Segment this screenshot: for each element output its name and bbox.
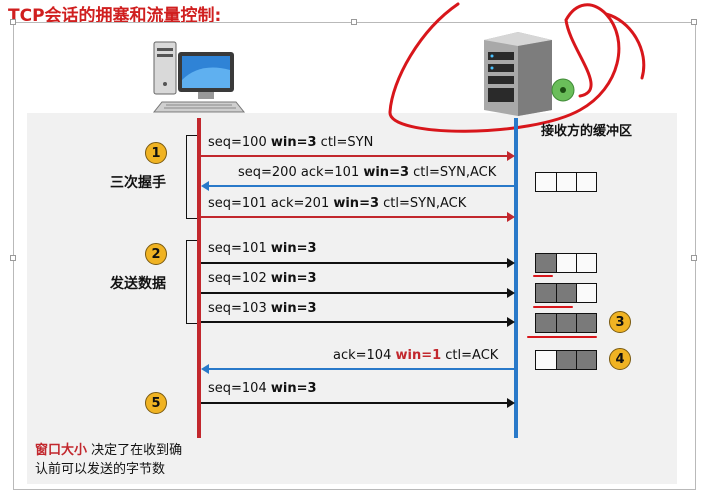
badge-2: 2	[145, 243, 167, 265]
buffer-cell	[536, 173, 556, 191]
message-label: seq=100 win=3 ctl=SYN	[208, 135, 373, 150]
badge-5: 5	[145, 392, 167, 414]
badge-3: 3	[609, 311, 631, 333]
sending-label: 发送数据	[110, 273, 166, 293]
receiver-buffer	[535, 313, 597, 333]
buffer-cell	[556, 351, 576, 369]
buffer-cell	[576, 314, 596, 332]
resize-handle[interactable]	[10, 19, 16, 25]
handshake-bracket	[186, 135, 197, 219]
message-label: seq=103 win=3	[208, 301, 317, 316]
sender-timeline	[197, 118, 201, 438]
red-underline-annotation	[533, 306, 573, 308]
buffer-cell	[556, 254, 576, 272]
message-label: seq=101 win=3	[208, 241, 317, 256]
buffer-cell	[576, 284, 596, 302]
client-computer-icon	[140, 40, 250, 115]
resize-handle[interactable]	[10, 255, 16, 261]
buffer-cell	[536, 284, 556, 302]
badge-1: 1	[145, 142, 167, 164]
buffer-cell	[556, 284, 576, 302]
buffer-cell	[556, 314, 576, 332]
buffer-cell	[576, 351, 596, 369]
receiver-timeline	[514, 118, 518, 438]
buffer-cell	[556, 173, 576, 191]
red-underline-annotation	[527, 336, 597, 338]
message-arrow	[201, 402, 513, 404]
red-circle-annotation	[380, 0, 700, 140]
message-arrow	[201, 262, 513, 264]
message-arrow	[203, 368, 514, 370]
green-dot-icon	[549, 76, 577, 104]
buffer-cell	[536, 314, 556, 332]
message-label: seq=102 win=3	[208, 271, 317, 286]
message-arrow	[201, 155, 513, 157]
receiver-buffer	[535, 350, 597, 370]
message-label: seq=101 ack=201 win=3 ctl=SYN,ACK	[208, 196, 466, 211]
red-underline-annotation	[533, 275, 553, 277]
receiver-buffer	[535, 172, 597, 192]
sending-bracket	[186, 240, 197, 324]
message-label: ack=104 win=1 ctl=ACK	[333, 348, 498, 363]
message-label: seq=104 win=3	[208, 381, 317, 396]
footnote: 窗口大小 决定了在收到确 认前可以发送的字节数	[35, 441, 182, 479]
message-arrow	[203, 185, 514, 187]
buffer-cell	[576, 254, 596, 272]
badge-4: 4	[609, 348, 631, 370]
message-label: seq=200 ack=101 win=3 ctl=SYN,ACK	[238, 165, 496, 180]
message-arrow	[201, 321, 513, 323]
receiver-buffer	[535, 253, 597, 273]
message-arrow	[201, 216, 513, 218]
resize-handle[interactable]	[351, 19, 357, 25]
message-arrow	[201, 292, 513, 294]
handshake-label: 三次握手	[110, 172, 166, 192]
receiver-buffer	[535, 283, 597, 303]
buffer-cell	[576, 173, 596, 191]
buffer-cell	[536, 351, 556, 369]
buffer-cell	[536, 254, 556, 272]
resize-handle[interactable]	[691, 255, 697, 261]
receiver-buffer-label: 接收方的缓冲区	[541, 120, 632, 139]
